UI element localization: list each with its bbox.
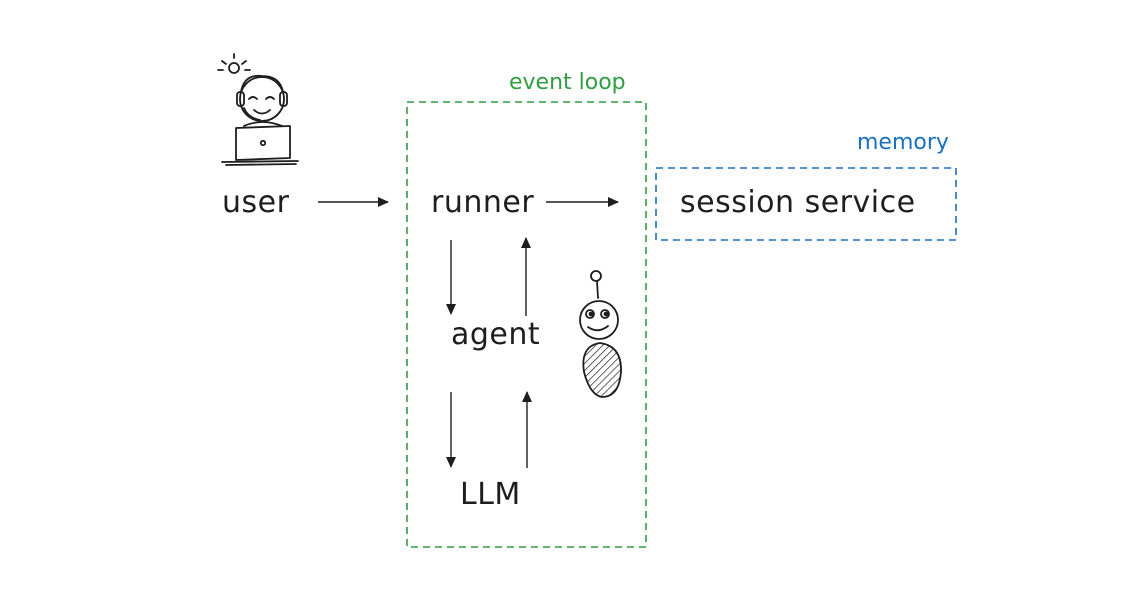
- user-node-label: user: [222, 185, 290, 220]
- robot-icon: [579, 270, 622, 398]
- event-loop-title: event loop: [509, 70, 626, 95]
- runner-node-label: runner: [431, 185, 535, 220]
- llm-node-label: LLM: [460, 477, 521, 512]
- user-at-laptop-icon: [217, 53, 299, 166]
- event-loop-boundary: [406, 101, 647, 548]
- memory-title: memory: [857, 130, 949, 155]
- session-service-node-label: session service: [680, 185, 916, 220]
- memory-boundary: [655, 167, 957, 241]
- agent-node-label: agent: [451, 317, 541, 352]
